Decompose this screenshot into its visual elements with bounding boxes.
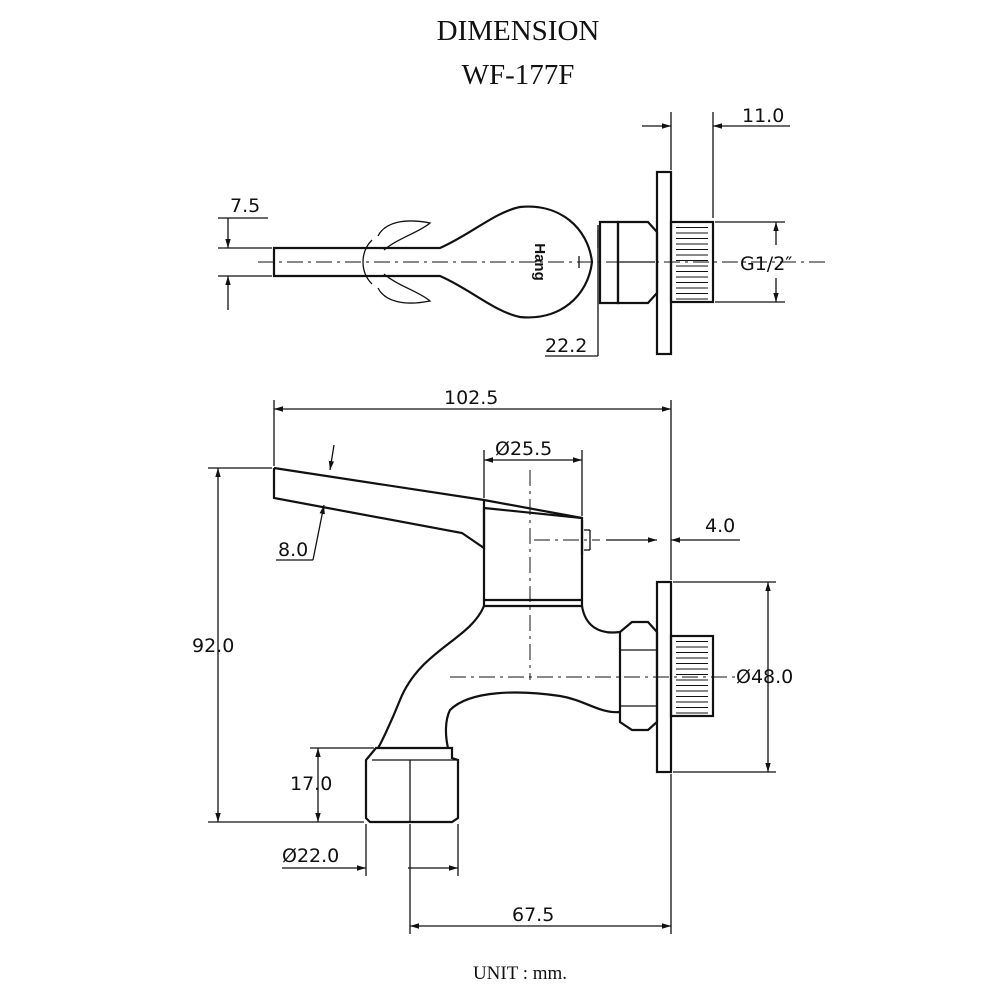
svg-text:67.5: 67.5 — [512, 904, 554, 926]
front-threaded-pipe — [669, 634, 715, 718]
svg-text:17.0: 17.0 — [290, 773, 332, 795]
svg-text:102.5: 102.5 — [444, 387, 498, 409]
svg-text:4.0: 4.0 — [705, 515, 735, 537]
dim-total-length: 102.5 — [273, 387, 672, 580]
svg-text:Ø25.5: Ø25.5 — [495, 438, 552, 460]
svg-text:Ø48.0: Ø48.0 — [736, 666, 793, 688]
front-view: 102.5 Ø25.5 8.0 4.0 92.0 — [192, 387, 793, 934]
svg-text:92.0: 92.0 — [192, 635, 234, 657]
svg-text:8.0: 8.0 — [278, 539, 308, 561]
front-spout — [377, 605, 621, 749]
dim-thread-size: G1/2″ — [715, 221, 792, 303]
top-threaded-pipe — [669, 220, 715, 304]
dim-body-diameter: Ø25.5 — [483, 438, 583, 516]
brand-logo: Hang — [531, 243, 548, 281]
front-valve-body — [482, 500, 591, 608]
top-handle-lever — [272, 205, 594, 319]
front-hex-nut — [618, 620, 659, 732]
front-handle-lever — [272, 466, 584, 555]
model-number: WF-177F — [462, 59, 575, 91]
svg-text:7.5: 7.5 — [230, 195, 260, 217]
dim-flange-thickness: 11.0 — [642, 105, 790, 218]
top-flange — [655, 170, 673, 356]
dim-handle-width: 7.5 — [218, 195, 272, 310]
dim-flange-diameter: Ø48.0 — [673, 581, 793, 773]
dim-hex-size: 22.2 — [545, 225, 599, 357]
dim-total-height: 92.0 — [192, 467, 364, 823]
dim-outlet-diameter: Ø22.0 — [282, 824, 459, 876]
dim-outlet-height: 17.0 — [290, 747, 374, 822]
svg-text:Ø22.0: Ø22.0 — [282, 845, 339, 867]
top-view: Hang 11.0 7.5 — [218, 105, 830, 357]
dim-projection: 67.5 — [409, 774, 672, 934]
drawing-title: DIMENSION — [437, 15, 600, 47]
front-outlet-nozzle — [364, 746, 460, 824]
svg-text:11.0: 11.0 — [742, 105, 784, 127]
svg-text:G1/2″: G1/2″ — [740, 253, 792, 275]
svg-text:22.2: 22.2 — [545, 335, 587, 357]
dim-gap: 4.0 — [606, 515, 740, 543]
unit-note: UNIT : mm. — [473, 963, 567, 984]
dim-handle-thickness: 8.0 — [276, 444, 335, 561]
